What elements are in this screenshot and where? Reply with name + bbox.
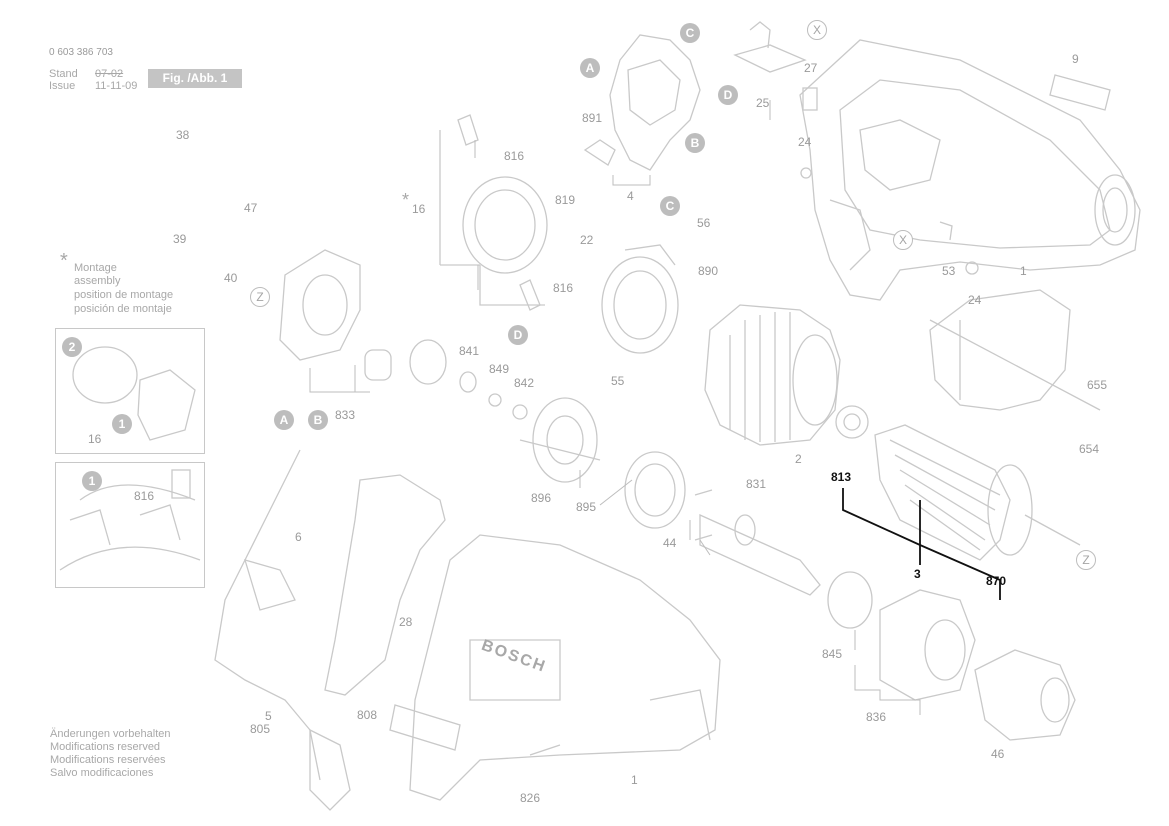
part-number-53: 53 [942, 264, 956, 278]
part-number-46: 46 [991, 747, 1005, 761]
part-number-831: 831 [746, 477, 767, 491]
part-number-2: 2 [795, 452, 802, 466]
montage-asterisk: * [60, 250, 68, 272]
label-z-right: Z [1076, 550, 1096, 570]
modifications-note-2: Modifications reserved [50, 741, 161, 753]
part-number-22: 22 [580, 233, 594, 247]
inset-montage-bottom [55, 462, 205, 588]
part-number-16: 16 [412, 202, 426, 216]
asterisk-16: * [402, 190, 410, 210]
label-d-top: D [718, 85, 738, 105]
leader-lines [309, 100, 921, 715]
part-number-826: 826 [520, 791, 541, 805]
label-a-bottom: A [274, 410, 294, 430]
part-number-816-inset: 816 [134, 489, 155, 503]
part-number-47: 47 [244, 201, 258, 215]
part-number-805: 805 [250, 722, 271, 736]
part-number-1-top: 1 [1020, 264, 1027, 278]
label-x-top: X [807, 20, 827, 40]
part-number-816-mid: 816 [553, 281, 574, 295]
chuck-assembly [827, 571, 1076, 741]
part-number-845: 845 [822, 647, 843, 661]
inset-step-1-top: 1 [112, 414, 132, 434]
label-b-top: B [685, 133, 705, 153]
part-number-56: 56 [697, 216, 711, 230]
stand-value: 07-02 [95, 68, 124, 80]
motor-cover-left [279, 249, 528, 420]
part-number-808: 808 [357, 708, 378, 722]
label-c-mid: C [660, 196, 680, 216]
armature [835, 405, 1081, 561]
part-number-3: 3 [914, 567, 921, 581]
part-number-4: 4 [627, 189, 634, 203]
armature-bracket [842, 488, 1001, 600]
part-number-24-top: 24 [798, 135, 812, 149]
inset-step-2: 2 [62, 337, 82, 357]
part-number-836: 836 [866, 710, 887, 724]
part-number-38: 38 [176, 128, 190, 142]
gear-housing [929, 289, 1101, 411]
switch-assembly [583, 34, 701, 171]
gear-and-spindle [519, 397, 821, 596]
figure-label: Fig. /Abb. 1 [148, 69, 242, 88]
part-number-654: 654 [1079, 442, 1100, 456]
montage-note-1: Montage [74, 262, 117, 274]
modifications-note-1: Änderungen vorbehalten [50, 728, 171, 740]
field-stator [704, 304, 841, 446]
modifications-note-4: Salvo modificaciones [50, 767, 154, 779]
small-parts-top [733, 21, 1111, 275]
label-z-left: Z [250, 287, 270, 307]
part-number-841: 841 [459, 344, 480, 358]
part-number-833: 833 [335, 408, 356, 422]
part-number-870: 870 [986, 574, 1007, 588]
issue-value: 11-11-09 [95, 80, 138, 92]
part-number-27: 27 [804, 61, 818, 75]
montage-note-2: assembly [74, 275, 121, 287]
part-number-890: 890 [698, 264, 719, 278]
montage-note-3: position de montage [74, 289, 174, 301]
part-number-5: 5 [265, 709, 272, 723]
part-number-816-top: 816 [504, 149, 525, 163]
inset-montage-top [55, 328, 205, 454]
part-number-55: 55 [611, 374, 625, 388]
label-a-top: A [580, 58, 600, 78]
label-d-mid: D [508, 325, 528, 345]
brush-holder [439, 114, 548, 311]
part-number-28: 28 [399, 615, 413, 629]
inset-step-1-bottom: 1 [82, 471, 102, 491]
housing-half-bottom [389, 534, 721, 801]
part-number-819: 819 [555, 193, 576, 207]
part-number-39: 39 [173, 232, 187, 246]
part-number-849: 849 [489, 362, 510, 376]
part-number-655: 655 [1087, 378, 1108, 392]
part-number-896: 896 [531, 491, 552, 505]
part-number-25: 25 [756, 96, 770, 110]
label-b-bottom: B [308, 410, 328, 430]
part-number-44: 44 [663, 536, 677, 550]
brush-housing [601, 244, 679, 354]
part-number-24-bottom: 24 [968, 293, 982, 307]
housing-half-top [799, 39, 1141, 301]
part-number-6: 6 [295, 530, 302, 544]
part-number-1-bottom: 1 [631, 773, 638, 787]
part-number-40: 40 [224, 271, 238, 285]
part-number-9: 9 [1072, 52, 1079, 66]
part-number-842: 842 [514, 376, 535, 390]
issue-label: Issue [49, 80, 76, 92]
montage-note-4: posición de montaje [74, 303, 172, 315]
label-x-mid: X [893, 230, 913, 250]
document-number: 0 603 386 703 [49, 47, 113, 58]
power-cable [214, 449, 351, 811]
part-number-813: 813 [831, 470, 852, 484]
part-number-16-inset: 16 [88, 432, 102, 446]
label-c-top: C [680, 23, 700, 43]
handle-cover [324, 474, 446, 696]
stand-label: Stand [49, 68, 78, 80]
part-number-891: 891 [582, 111, 603, 125]
modifications-note-3: Modifications reservées [50, 754, 166, 766]
part-number-895: 895 [576, 500, 597, 514]
